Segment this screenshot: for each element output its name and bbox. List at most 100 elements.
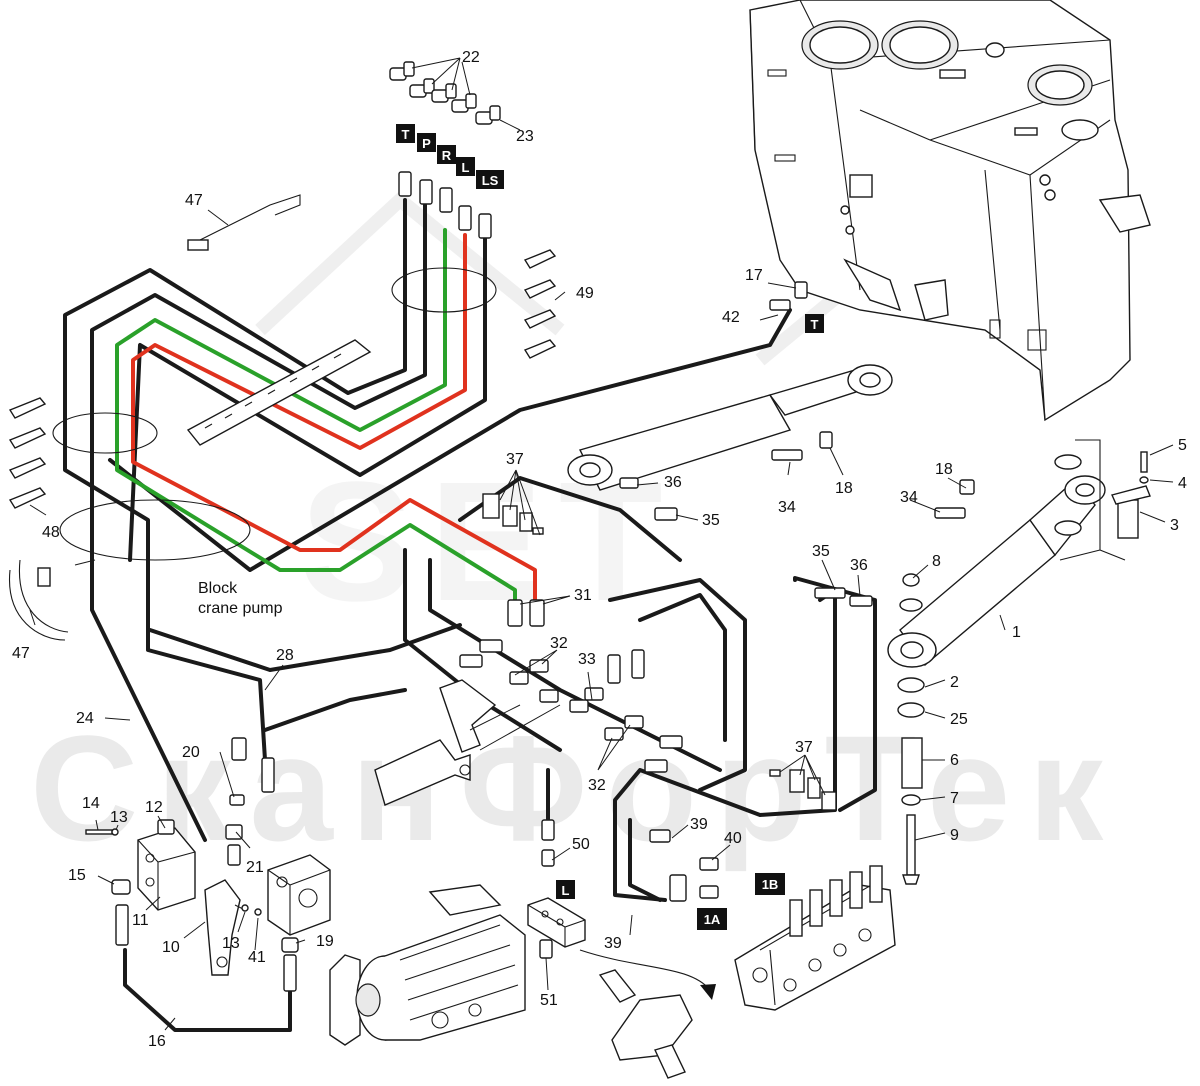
callout-13b: 13 [222,935,240,952]
callout-leaders [29,209,1174,1031]
callout-21: 21 [246,859,264,876]
svg-text:1A: 1A [704,912,721,927]
callout-25: 25 [950,711,968,728]
callout-12: 12 [145,799,163,816]
callout-24: 24 [76,710,94,727]
callout-47b: 47 [12,645,30,662]
callout-35a: 35 [702,512,720,529]
mounting-rail [186,339,372,446]
fitting-22-a [389,61,415,81]
distribution-block [527,897,586,948]
hose-clips-49 [523,249,557,359]
svg-text:L: L [562,883,570,898]
callout-41: 41 [248,949,266,966]
svg-text:L: L [462,160,470,175]
callout-19: 19 [316,933,334,950]
callout-15: 15 [68,867,86,884]
callout-37a: 37 [506,451,524,468]
svg-text:1B: 1B [762,877,779,892]
watermark-company: СканФорТек [30,704,1121,872]
callout-50: 50 [572,836,590,853]
callout-48: 48 [42,524,60,541]
fitting-22-c [431,83,457,103]
callout-18a: 18 [835,480,853,497]
callout-32a: 32 [550,635,568,652]
cylinder-lower [887,475,1106,668]
port-tag-1a: 1A [697,908,727,930]
callout-6: 6 [950,752,959,769]
hose-to-valve [613,588,837,902]
callout-35b: 35 [812,543,830,560]
callout-8: 8 [932,553,941,570]
block-19 [267,854,331,936]
note-line-2: crane pump [198,600,283,617]
port-tag-l-lower: L [556,880,575,899]
fitting-22-d [451,93,477,113]
port-tag-p: P [417,133,436,152]
port-tag-l: L [456,157,475,176]
callout-14: 14 [82,795,100,812]
callout-51: 51 [540,992,558,1009]
hose-p-line [90,203,427,842]
hose-cross-line [108,308,792,572]
callout-22: 22 [462,49,480,66]
callout-18b: 18 [935,461,953,478]
hose-loop-right [608,578,747,792]
control-valve [734,865,896,1011]
cable-tie-47 [9,194,301,641]
callout-39a: 39 [690,816,708,833]
fitting-23 [475,105,501,125]
block-crane-pump-note: Block crane pump [198,580,283,617]
hose-28 [148,623,462,672]
seals-bushings [897,439,1151,885]
clamp-37-lower [769,769,837,811]
callout-49: 49 [576,285,594,302]
callouts: 1 2 3 4 5 6 7 8 9 10 11 12 13 13 14 15 1… [12,49,1187,1050]
svg-text:P: P [422,136,431,151]
crane-housing [749,0,1151,422]
callout-34b: 34 [900,489,918,506]
svg-text:T: T [402,127,410,142]
callout-37b: 37 [795,739,813,756]
hose-p-pressure [115,228,517,602]
callout-4: 4 [1178,475,1187,492]
callout-34a: 34 [778,499,796,516]
port-tag-ls: LS [476,170,504,189]
callout-32b: 32 [588,777,606,794]
pump [329,884,526,1046]
callout-33: 33 [578,651,596,668]
oval-markers [52,267,497,561]
hose-39-loop [628,818,662,902]
callout-1: 1 [1012,624,1021,641]
watermark-roof-left [255,190,565,336]
callout-23: 23 [516,128,534,145]
callout-11: 11 [132,912,149,929]
callout-10: 10 [162,939,180,956]
callout-16: 16 [148,1033,166,1050]
callout-20: 20 [182,744,200,761]
hose-clips-48 [8,397,47,509]
note-line-1: Block [198,580,238,597]
svg-text:R: R [442,148,452,163]
hose-20-28 [263,688,407,732]
hose-fittings [111,281,975,992]
small-parts-13-14 [85,828,262,916]
distribution-block-detail [579,949,716,1079]
svg-text:LS: LS [482,173,499,188]
callout-36b: 36 [850,557,868,574]
bracket-10 [204,879,246,976]
watermark: SET СканФорТек [30,190,1121,872]
hose-16 [123,948,292,1032]
callout-40: 40 [724,830,742,847]
callout-5: 5 [1178,437,1187,454]
valve-block-11 [137,819,196,911]
port-tag-1b: 1B [755,873,785,895]
callout-28: 28 [276,647,294,664]
svg-text:T: T [811,317,819,332]
callout-2: 2 [950,674,959,691]
callout-17: 17 [745,267,763,284]
callout-13a: 13 [110,809,128,826]
lever-assembly [374,679,561,806]
hose-loop-right2 [638,593,727,742]
